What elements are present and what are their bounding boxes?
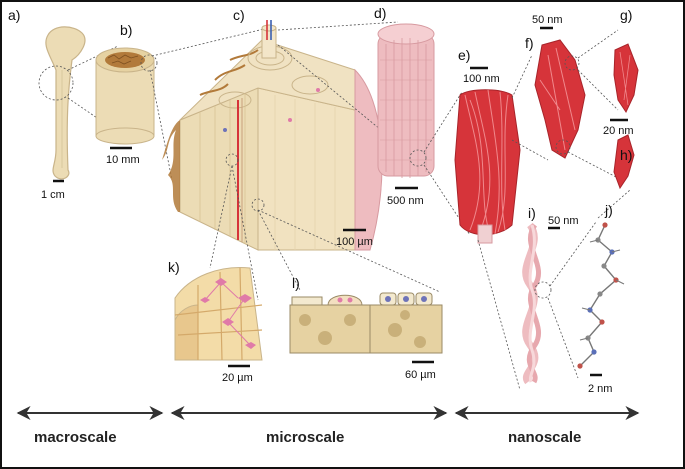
molecular-chain [577, 222, 625, 369]
panel-label-g: g) [620, 7, 632, 23]
scalebar-l2-label: 60 µm [405, 369, 436, 381]
panel-label-e: e) [458, 47, 470, 63]
collagen-fibre-bundle [377, 23, 435, 178]
collagen-fibril-bundle [454, 89, 521, 244]
panel-label-c: c) [233, 7, 245, 23]
mineral-platelet-g [613, 43, 639, 114]
cortical-bone-block [162, 20, 383, 251]
bone-lining-cells [289, 292, 443, 354]
scalebar-j-label: 2 nm [588, 383, 612, 395]
scalebar-d-label: 500 nm [387, 195, 424, 207]
panel-label-h: h) [620, 147, 632, 163]
femur-illustration [38, 26, 86, 180]
scalebar-a-label: 1 cm [41, 189, 65, 201]
scalebar-b-label: 10 mm [106, 154, 140, 166]
panel-label-a: a) [8, 7, 20, 23]
tropocollagen-triple-helix [522, 222, 552, 385]
scalebar-e-label: 100 nm [463, 73, 500, 85]
femur-zoom-circle [38, 65, 74, 101]
osteocyte-network [174, 267, 263, 361]
panel-label-j: j) [604, 202, 613, 218]
panel-label-d: d) [374, 5, 386, 21]
microscale-label: microscale [266, 429, 344, 446]
scalebar-i-label: 50 nm [548, 215, 579, 227]
panel-label-l: l) [292, 275, 300, 291]
scalebar-g-label: 20 nm [603, 125, 634, 137]
panel-label-i: i) [528, 205, 536, 221]
mineralised-fibril-cluster [534, 39, 586, 159]
scalebar-c-label: 100 µm [336, 236, 373, 248]
scalebar-l-label: 20 µm [222, 372, 253, 384]
panel-label-f: f) [525, 35, 534, 51]
macroscale-label: macroscale [34, 429, 117, 446]
panel-label-b: b) [120, 22, 132, 38]
scalebar-f-label: 50 nm [532, 14, 563, 26]
nanoscale-label: nanoscale [508, 429, 581, 446]
mineral-platelet-h [613, 134, 635, 190]
panel-label-k: k) [168, 259, 180, 275]
bone-cylinder-illustration [95, 47, 158, 145]
